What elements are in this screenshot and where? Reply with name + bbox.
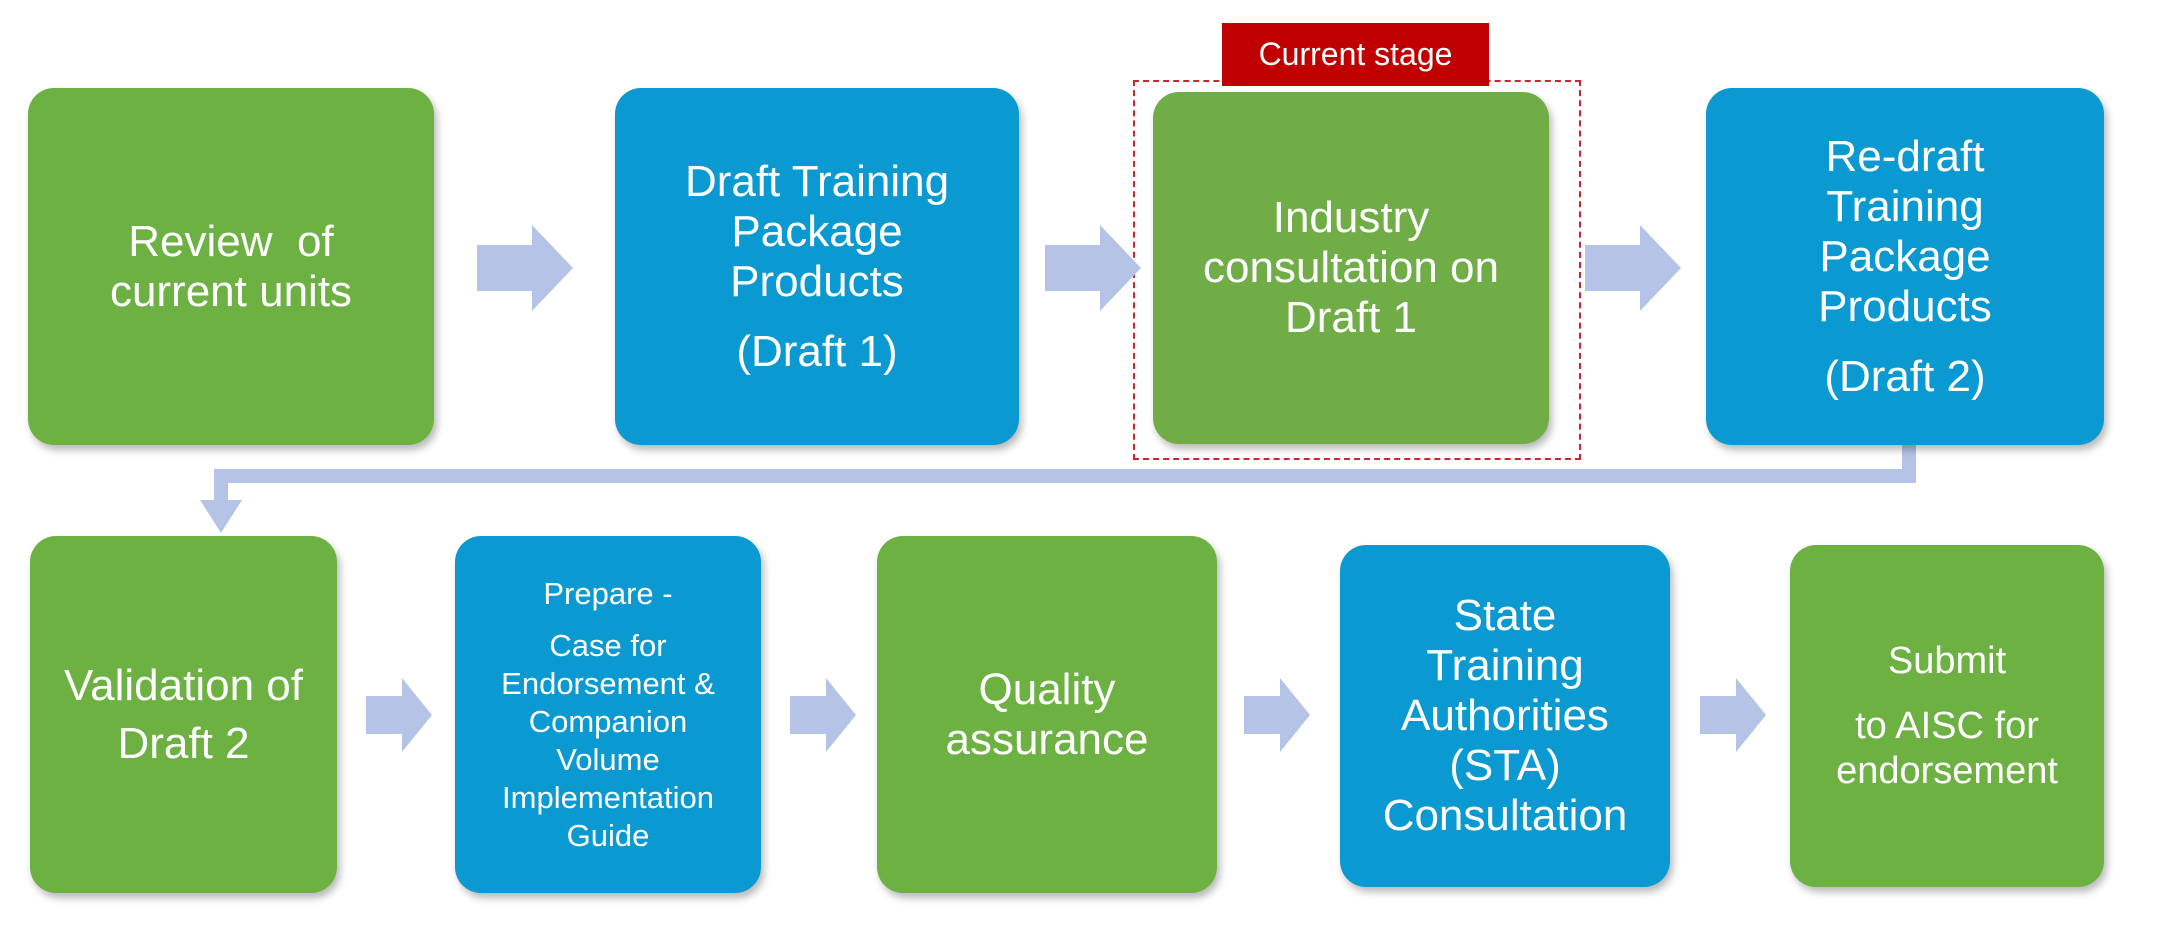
step-review-current-units: Review of current units [28,88,434,445]
step-text: Consultation [1382,791,1628,840]
step-text: Quality [978,664,1116,714]
right-arrow-icon [366,678,432,752]
step-text: Companion [528,703,688,739]
step-text: consultation on [1203,243,1499,292]
right-arrow-icon [1585,225,1681,311]
right-arrow-icon [790,678,856,752]
step-text: Volume [556,741,660,777]
step-subtext: (Draft 2) [1824,351,1986,401]
step-text: Draft Training [684,156,950,206]
step-text: Review of [128,216,334,266]
step-industry-consultation: Industry consultation on Draft 1 [1153,92,1549,444]
step-text: Draft 2 [117,718,250,768]
step-text: Products [1818,281,1992,331]
step-text: current units [109,266,353,316]
step-text: Training [1826,181,1984,231]
step-text: endorsement [1836,749,2058,792]
step-text: Industry [1272,193,1430,242]
step-subtext: (Draft 1) [736,326,898,376]
right-arrow-icon [1700,678,1766,752]
right-arrow-icon [1045,225,1141,311]
step-prepare-case-for-endorsement: Prepare - Case for Endorsement & Compani… [455,536,761,893]
right-arrow-icon [1244,678,1310,752]
step-text: Submit [1887,639,2007,682]
step-text: Package [1819,231,1991,281]
step-heading: Prepare - [543,575,673,611]
step-draft-training-package-1: Draft Training Package Products (Draft 1… [615,88,1019,445]
step-validation-draft-2: Validation of Draft 2 [30,536,337,893]
step-text: Case for [549,627,667,663]
step-submit-to-aisc: Submit to AISC for endorsement [1790,545,2104,887]
step-text: Training [1426,641,1584,690]
current-stage-label: Current stage [1222,23,1489,86]
step-text: Validation of [64,660,303,710]
step-sta-consultation: State Training Authorities (STA) Consult… [1340,545,1670,887]
right-arrow-icon [477,225,573,311]
step-text: (STA) [1449,741,1561,790]
down-arrow-icon [200,500,242,533]
step-text: assurance [945,714,1149,764]
step-text: State [1453,591,1557,640]
step-text: Guide [566,817,650,853]
step-quality-assurance: Quality assurance [877,536,1217,893]
step-text: Implementation [502,779,714,815]
step-text: Package [731,206,903,256]
step-text: Re-draft [1825,131,1985,181]
step-redraft-training-package-2: Re-draft Training Package Products (Draf… [1706,88,2104,445]
step-text: Products [730,256,904,306]
step-text: to AISC for [1855,704,2039,747]
step-text: Draft 1 [1284,293,1418,342]
step-text: Authorities [1401,691,1609,740]
step-text: Endorsement & [501,665,715,701]
